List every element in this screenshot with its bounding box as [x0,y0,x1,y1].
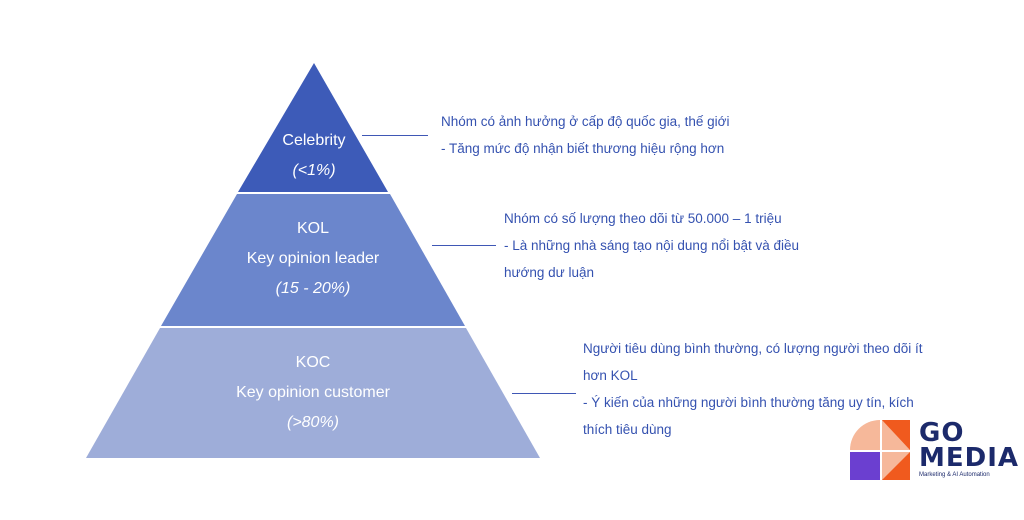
connector-line-koc [512,393,576,394]
description-line: - Ý kiến của những người bình thường tăn… [583,395,914,410]
tier-percent: (>80%) [286,414,340,431]
description-line: - Tăng mức độ nhận biết thương hiệu rộng… [441,141,725,156]
tier-title: KOL [296,220,329,237]
description-kol: Nhóm có số lượng theo dõi từ 50.000 – 1 … [504,205,799,286]
tier-label-koc: KOC Key opinion customer (>80%) [163,348,463,438]
description-line: thích tiêu dùng [583,422,672,437]
description-line: - Là những nhà sáng tạo nội dung nổi bật… [504,238,800,253]
pyramid-tier-kol [161,194,465,326]
connector-line-celebrity [362,135,428,136]
pyramid-tier-koc [86,328,540,458]
logo-mark-icon [850,420,910,480]
tier-subtitle: Key opinion leader [246,250,380,267]
logo-tagline: Marketing & AI Automation [919,472,990,478]
description-koc: Người tiêu dùng bình thường, có lượng ng… [583,335,923,443]
description-line: hướng dư luận [504,265,594,280]
description-line: Nhóm có ảnh hưởng ở cấp độ quốc gia, thế… [441,114,730,129]
description-celebrity: Nhóm có ảnh hưởng ở cấp độ quốc gia, thế… [441,108,730,162]
description-line: Nhóm có số lượng theo dõi từ 50.000 – 1 … [504,211,782,226]
tier-title: Celebrity [282,132,346,149]
tier-subtitle: Key opinion customer [236,384,390,401]
logo-word-media: MEDIA [919,443,1020,473]
pyramid-tier-celebrity [238,63,388,192]
description-line: Người tiêu dùng bình thường, có lượng ng… [583,341,923,356]
tier-percent: (<1%) [292,162,336,179]
connector-line-kol [432,245,496,246]
go-media-logo: GO MEDIA Marketing & AI Automation [850,418,1018,482]
logo-word-go: GO [919,418,965,448]
tier-percent: (15 - 20%) [275,280,351,297]
tier-label-celebrity: Celebrity (<1%) [239,126,389,186]
tier-title: KOC [295,354,331,371]
description-line: hơn KOL [583,368,638,383]
tier-label-kol: KOL Key opinion leader (15 - 20%) [188,214,438,304]
